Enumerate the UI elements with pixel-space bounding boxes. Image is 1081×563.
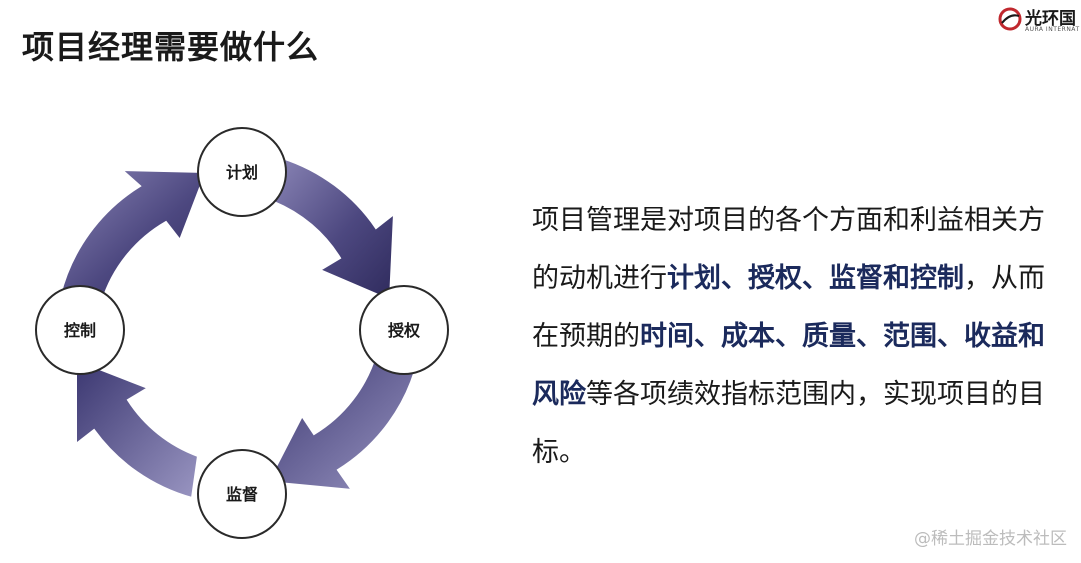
node-plan: 计划: [197, 127, 287, 217]
cycle-arrows: [58, 156, 420, 500]
logo-name: 光环国: [1025, 9, 1076, 29]
arrow-monitor-to-control: [75, 358, 200, 500]
management-cycle-diagram: 计划 授权 监督 控制: [35, 127, 449, 539]
company-logo: 光环国 AURA INTERNAT: [995, 0, 1081, 44]
desc-segment-outro: 等各项绩效指标范围内，实现项目的目标。: [532, 379, 1045, 468]
node-plan-label: 计划: [226, 163, 258, 182]
slide-title: 项目经理需要做什么: [22, 28, 320, 66]
desc-segment-middle: ，从而在预期的: [532, 263, 1045, 352]
node-monitor: 监督: [197, 449, 287, 539]
logo-subtitle: AURA INTERNAT: [1025, 26, 1080, 33]
logo-emblem-icon: [998, 7, 1022, 31]
arrow-plan-to-authorize: [272, 156, 396, 302]
node-monitor-label: 监督: [226, 485, 258, 504]
arrow-control-to-plan: [58, 168, 208, 304]
watermark: @稀土掘金技术社区: [914, 529, 1067, 549]
desc-segment-actions: 计划、授权、监督和控制: [667, 263, 964, 294]
description-paragraph: 项目管理是对项目的各个方面和利益相关方的动机进行计划、授权、监督和控制，从而在预…: [532, 192, 1062, 482]
node-authorize: 授权: [359, 285, 449, 375]
node-authorize-label: 授权: [388, 321, 421, 340]
node-control: 控制: [35, 285, 125, 375]
arrow-authorize-to-monitor: [266, 352, 420, 492]
node-control-label: 控制: [64, 321, 96, 340]
desc-segment-intro: 项目管理是对项目的各个方面和利益相关方的动机进行: [532, 205, 1045, 294]
desc-segment-metrics: 时间、成本、质量、范围、收益和风险: [532, 321, 1045, 410]
